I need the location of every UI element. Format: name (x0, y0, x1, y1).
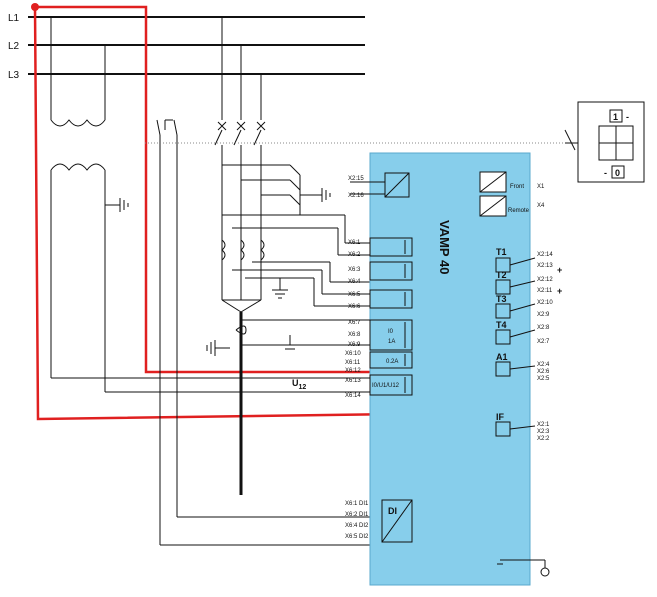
bus-label-l2: L2 (8, 41, 20, 52)
relay-if: IF (496, 412, 505, 422)
label-x6-13: X6:13 (345, 378, 361, 384)
relay-a1: A1 (496, 352, 508, 362)
relay-if-c: X2:2 (537, 436, 550, 442)
busbars (28, 16, 365, 75)
relay-t4: T4 (496, 320, 507, 330)
relay-t1: T1 (496, 247, 507, 257)
digital-input-block (381, 499, 413, 543)
bus-label-l1: L1 (8, 13, 20, 24)
relay-t1-a: X2:14 (537, 252, 553, 258)
indicator-box (564, 101, 645, 183)
label-x6-10: X6:10 (345, 351, 361, 357)
label-0-2a: 0.2A (386, 359, 398, 365)
label-x6-6: X6:6 (348, 304, 361, 310)
label-x1: X1 (537, 184, 545, 190)
label-x2-15: X2:15 (348, 176, 364, 182)
bus-label-l3: L3 (8, 70, 20, 81)
label-x6-3: X6:3 (348, 267, 361, 273)
relay-t4-a: X2:8 (537, 325, 550, 331)
label-di: DI (388, 506, 397, 516)
indicator-minus-top: - (626, 112, 629, 122)
relay-t2-b: X2:11 (537, 288, 553, 294)
device-body (369, 152, 531, 586)
relay-blocks (495, 257, 536, 437)
label-x6-14: X6:14 (345, 393, 361, 399)
relay-t1-b: X2:13 (537, 263, 553, 269)
indicator-minus-bottom: - (604, 168, 607, 178)
relay-t1-plus: + (557, 265, 562, 275)
label-i0: I0 (388, 329, 394, 335)
u12-label: U12 (292, 378, 306, 391)
relay-t3-b: X2:9 (537, 312, 550, 318)
label-di-4: X6:5 DI2 (345, 534, 369, 540)
indicator-one: 1 (613, 112, 618, 122)
relay-a1-c: X2:5 (537, 376, 550, 382)
relay-t4-b: X2:7 (537, 339, 550, 345)
relay-if-b: X2:3 (537, 429, 550, 435)
relay-a1-a: X2:4 (537, 362, 550, 368)
relay-t3-a: X2:10 (537, 300, 553, 306)
label-remote: Remote (508, 208, 530, 214)
relay-t3: T3 (496, 294, 507, 304)
relay-t2-plus: + (557, 286, 562, 296)
label-io-inputs: I0/U1/U12 (372, 383, 400, 389)
voltage-transformer (50, 17, 370, 393)
analog-inputs (369, 237, 413, 396)
label-di-3: X6:4 DI2 (345, 523, 369, 529)
label-x6-5: X6:5 (348, 292, 361, 298)
label-x6-4: X6:4 (348, 279, 361, 285)
relay-t2-a: X2:12 (537, 277, 553, 283)
label-1a: 1A (388, 339, 395, 345)
highlight-outline (33, 5, 399, 421)
indicator-zero: 0 (615, 168, 620, 178)
label-x6-11: X6:11 (345, 360, 361, 366)
label-x6-2: X6:2 (348, 252, 361, 258)
label-x6-9: X6:9 (348, 342, 361, 348)
ground-icon (497, 559, 550, 577)
label-x2-16: X2:16 (348, 193, 364, 199)
highlight-dot (31, 3, 39, 11)
label-x6-7: X6:7 (348, 320, 361, 326)
feeder (156, 17, 370, 546)
label-x4: X4 (537, 203, 545, 209)
power-supply-block (350, 172, 410, 198)
device-title: VAMP 40 (437, 220, 452, 274)
label-front: Front (510, 184, 524, 190)
label-di-2: X6:2 DI1 (345, 512, 369, 518)
label-x6-12: X6:12 (345, 368, 361, 374)
label-di-1: X6:1 DI1 (345, 501, 369, 507)
relay-a1-b: X2:6 (537, 369, 550, 375)
label-x6-8: X6:8 (348, 332, 361, 338)
relay-if-a: X2:1 (537, 422, 550, 428)
label-x6-1: X6:1 (348, 240, 361, 246)
relay-t2: T2 (496, 270, 507, 280)
comm-ports (479, 171, 507, 217)
